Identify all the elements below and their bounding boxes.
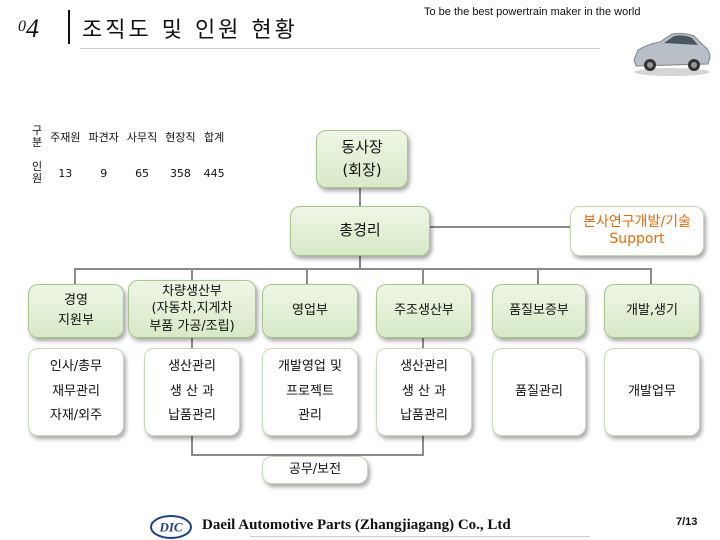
- duties-sales: 개발영업 및 프로젝트 관리: [262, 348, 358, 436]
- dept-casting-production: 주조생산부: [376, 284, 472, 338]
- duty-item: 생산관리: [400, 358, 448, 374]
- duty-item: 프로젝트: [286, 383, 334, 399]
- connector: [306, 268, 308, 284]
- maintenance-box: 공무/보전: [262, 456, 368, 484]
- table-cell: 445: [203, 166, 225, 180]
- table-cell: 358: [169, 166, 191, 180]
- title-divider: [68, 10, 70, 44]
- duties-quality-assurance: 품질관리: [492, 348, 586, 436]
- dept-label: 개발,생기: [626, 302, 678, 318]
- duty-item: 생 산 과: [169, 383, 215, 399]
- duties-casting-production: 생산관리 생 산 과 납품관리: [376, 348, 472, 436]
- dept-label: 지원부: [58, 313, 94, 328]
- col-header: 주재원: [50, 131, 81, 144]
- connector: [191, 268, 193, 284]
- duty-item: 개발업무: [628, 383, 676, 399]
- duties-vehicle-production: 생산관리 생 산 과 납품관리: [144, 348, 240, 436]
- header-rule: [80, 48, 600, 49]
- dept-label: 차량생산부: [162, 283, 222, 299]
- maintenance-label: 공무/보전: [288, 461, 342, 477]
- dept-label: 부품 가공/조립): [149, 318, 235, 334]
- col-header: 파견자: [88, 131, 119, 144]
- connector: [191, 336, 193, 348]
- connector: [359, 256, 361, 270]
- page-number: 7/13: [676, 516, 698, 528]
- dept-management-support: 경영 지원부: [28, 284, 124, 338]
- duty-item: 납품관리: [400, 408, 448, 424]
- footer-rule: [250, 536, 590, 537]
- car-image: [633, 32, 711, 76]
- connector: [537, 268, 539, 284]
- page-title: 조직도 및 인원 현황: [82, 18, 298, 43]
- dept-quality-assurance: 품질보증부: [492, 284, 586, 338]
- dept-label: 주조생산부: [394, 302, 454, 318]
- dept-label: (자동차,지게차: [151, 301, 233, 317]
- duty-item: 생산관리: [168, 358, 216, 374]
- table-cell: 65: [135, 166, 150, 180]
- dept-label: 품질보증부: [509, 302, 569, 318]
- dept-development: 개발,생기: [604, 284, 700, 338]
- dept-label: 경영: [64, 292, 88, 308]
- connector: [191, 434, 193, 454]
- connector: [74, 268, 652, 270]
- general-manager-box: 총경리: [290, 206, 430, 256]
- duties-development: 개발업무: [604, 348, 700, 436]
- duty-item: 품질관리: [515, 383, 563, 399]
- rnd-support-sublabel: Support: [609, 231, 665, 247]
- tagline: To be the best powertrain maker in the w…: [424, 6, 641, 18]
- duty-item: 생 산 과: [401, 383, 447, 399]
- duty-item: 납품관리: [168, 408, 216, 424]
- svg-text:DIC: DIC: [158, 520, 182, 535]
- dept-sales: 영업부: [262, 284, 358, 338]
- duty-item: 관리: [298, 408, 322, 424]
- connector: [422, 336, 424, 348]
- connector: [430, 226, 570, 228]
- table-cell: 9: [100, 166, 108, 180]
- table-cell: 13: [58, 166, 73, 180]
- dept-vehicle-production: 차량생산부 (자동차,지게차 부품 가공/조립): [128, 280, 256, 338]
- rnd-support-box: 본사연구개발/기술 Support: [570, 206, 704, 256]
- duty-item: 인사/총무: [49, 358, 103, 374]
- section-number: 04: [18, 14, 39, 43]
- connector: [359, 188, 361, 210]
- president-label: 동사장: [341, 137, 383, 156]
- connector: [650, 268, 652, 284]
- connector: [74, 268, 76, 284]
- company-logo: DIC: [150, 515, 192, 539]
- president-sublabel: (회장): [342, 161, 382, 179]
- president-box: 동사장 (회장): [316, 130, 408, 188]
- duty-item: 자재/외주: [49, 408, 103, 424]
- duties-management-support: 인사/총무 재무관리 자재/외주: [28, 348, 124, 436]
- company-name: Daeil Automotive Parts (Zhangjiagang) Co…: [202, 517, 511, 533]
- connector: [422, 434, 424, 454]
- col-header: 사무직: [126, 131, 158, 144]
- col-header: 현장직: [165, 131, 196, 144]
- duty-item: 개발영업 및: [278, 358, 342, 374]
- col-header: 합계: [204, 131, 225, 144]
- duty-item: 재무관리: [52, 383, 100, 399]
- connector: [191, 454, 424, 456]
- general-manager-label: 총경리: [339, 221, 381, 240]
- rnd-support-label: 본사연구개발/기술: [583, 213, 691, 230]
- dept-label: 영업부: [292, 302, 328, 318]
- connector: [422, 268, 424, 284]
